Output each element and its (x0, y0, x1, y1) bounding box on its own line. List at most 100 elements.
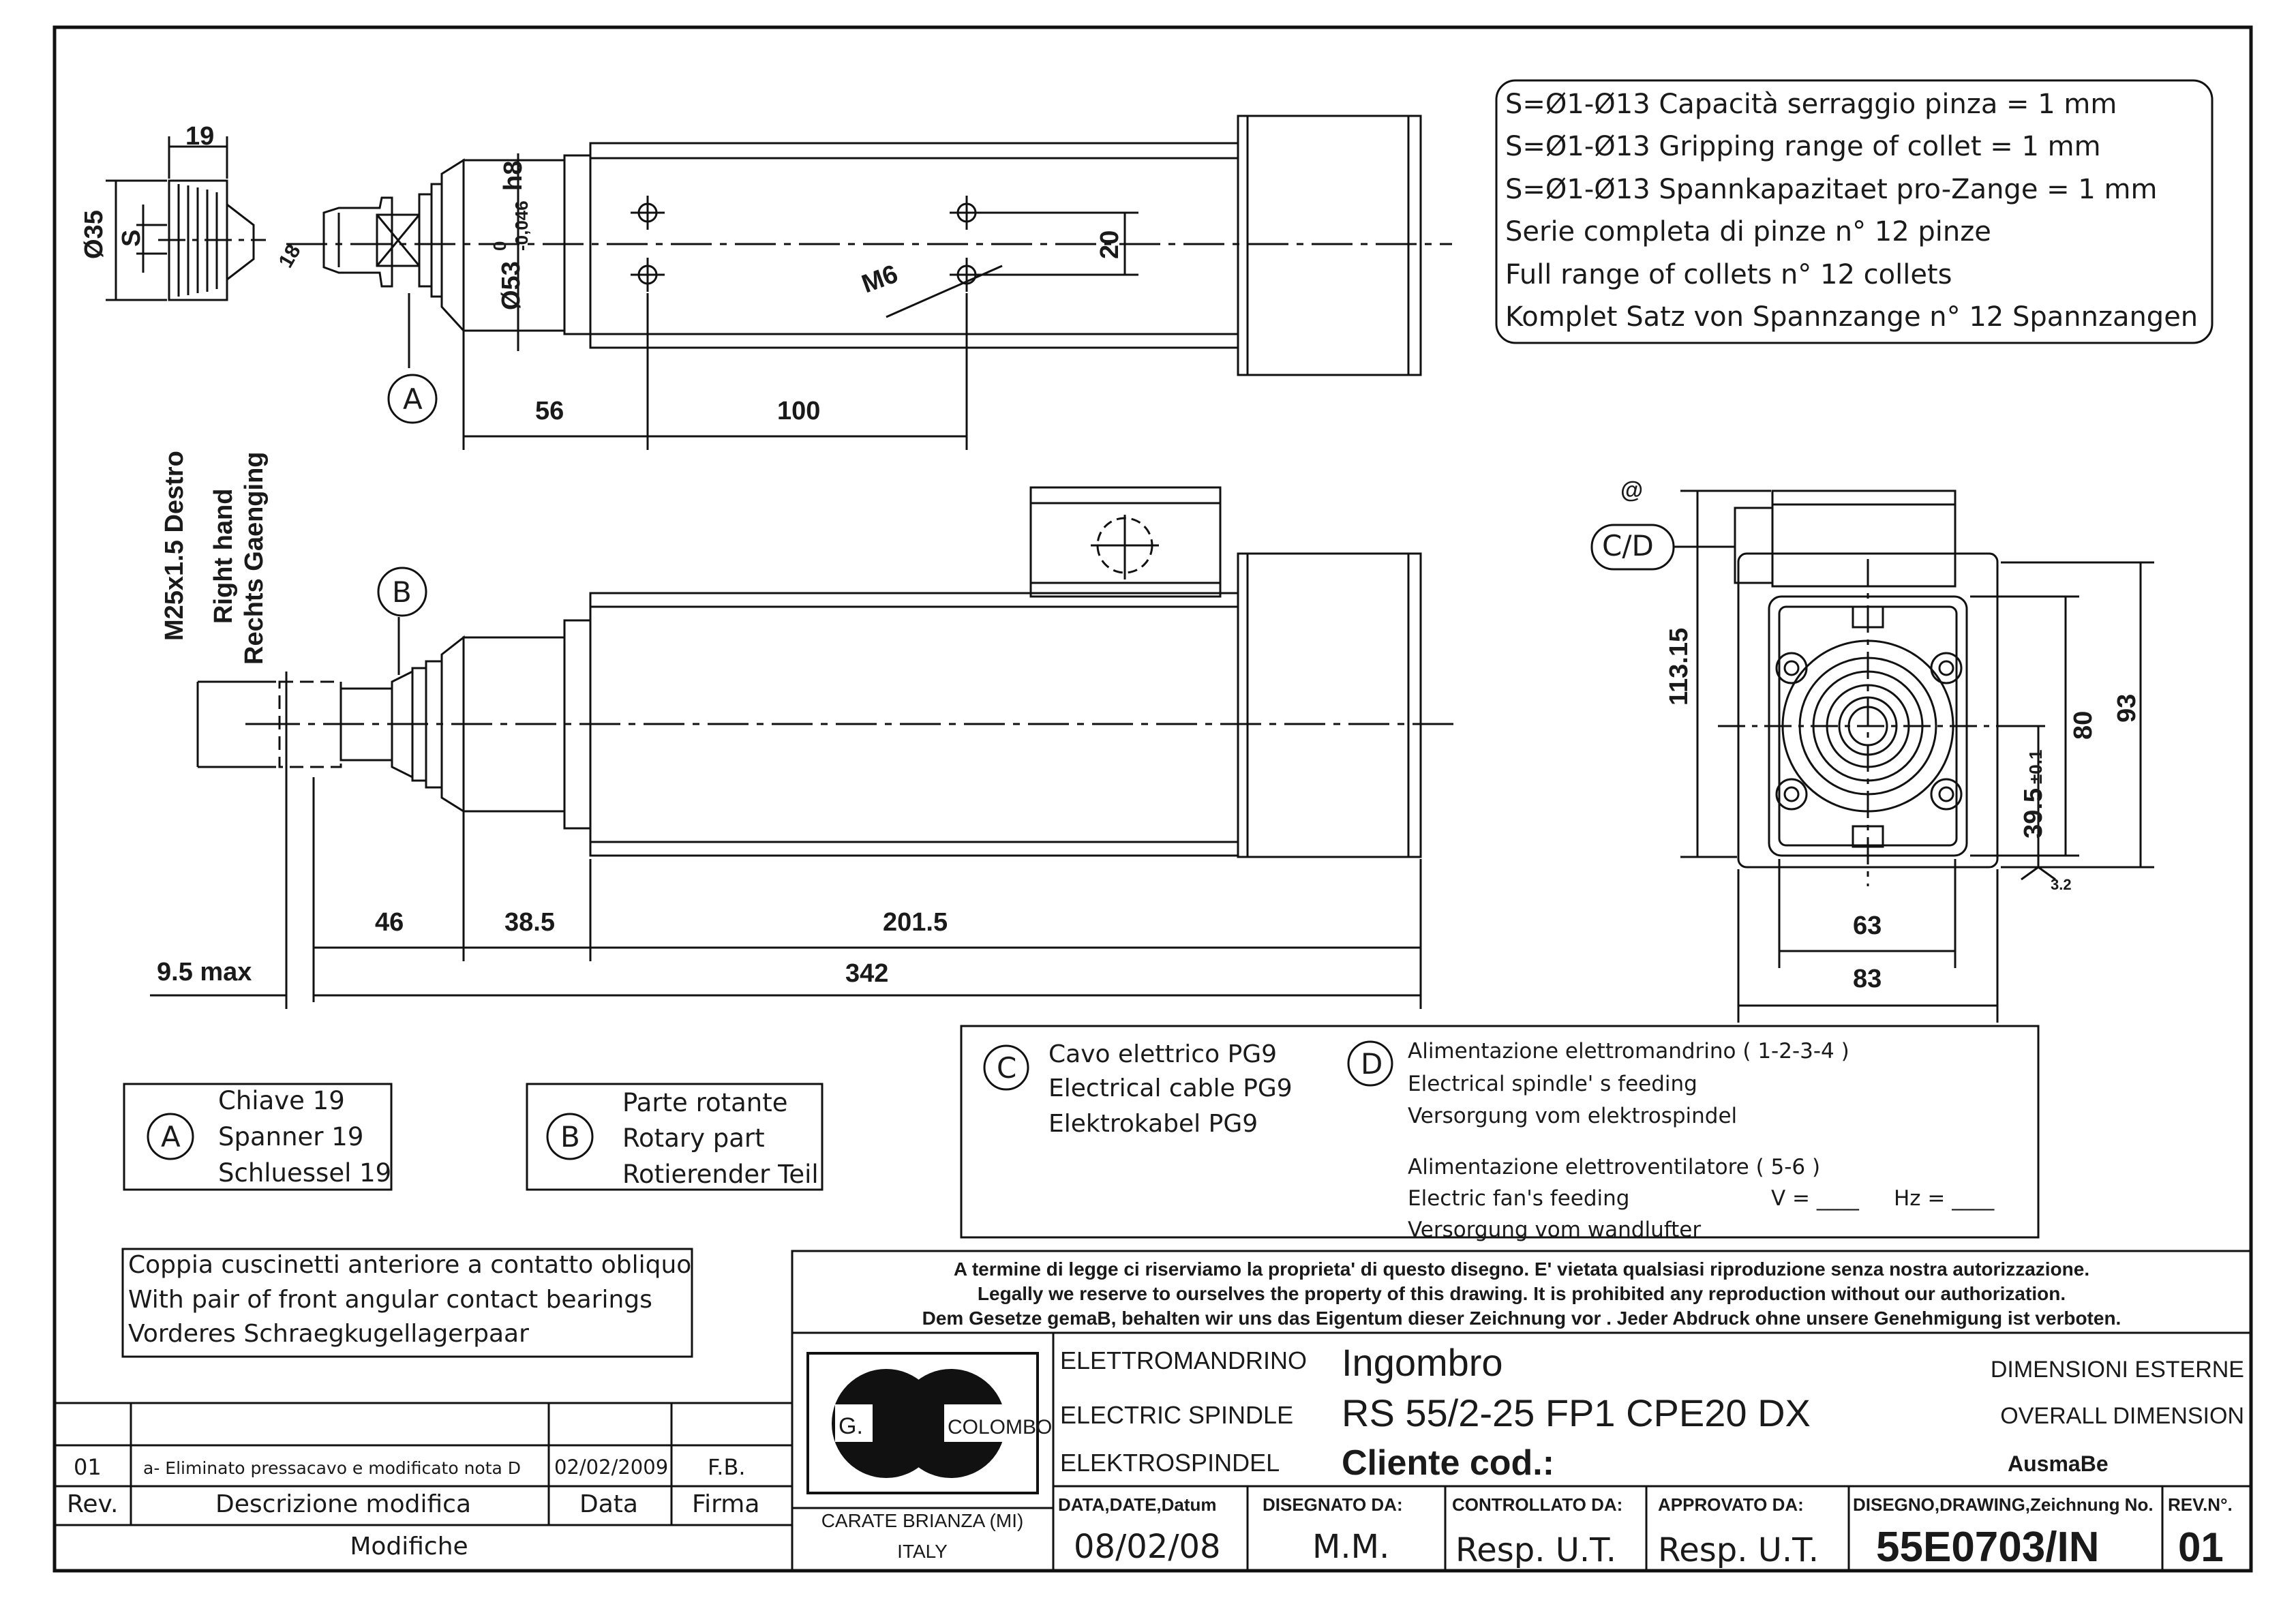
dim-83: 83 (1853, 965, 1882, 993)
side-view-labels: M25x1.5 Destro Right hand Rechts Gaengin… (157, 451, 948, 988)
legend-a: A Chiave 19 Spanner 19 Schluessel 19 (123, 1083, 393, 1191)
legend-c-line-1: Cavo elettrico PG9 (1048, 1040, 1277, 1068)
drawn-label: DISEGNATO DA: (1263, 1494, 1403, 1515)
legend-b-line-1: Parte rotante (622, 1088, 788, 1117)
legend-b-letter: B (560, 1120, 580, 1154)
legal-notice: A termine di legge ci riserviamo la prop… (791, 1250, 2252, 1334)
dim-39-5: 39.5 (2019, 788, 2048, 839)
collet-note-box: S=Ø1-Ø13 Capacità serraggio pinza = 1 mm… (1495, 79, 2214, 344)
dim-shaft-tol-upper: 0 (489, 241, 510, 251)
company-line-2: ITALY (897, 1541, 948, 1562)
bearing-note: Coppia cuscinetti anteriore a contatto o… (121, 1248, 693, 1358)
legend-d-line-2: Electrical spindle' s feeding (1408, 1072, 1697, 1096)
dim-39-5-tol: ±0.1 (2025, 750, 2046, 784)
bearing-note-line-1: Coppia cuscinetti anteriore a contatto o… (128, 1251, 691, 1279)
dim-38-5: 38.5 (504, 908, 555, 937)
revision-table (53, 1402, 794, 1572)
dim-collet-s: S (117, 230, 146, 247)
legend-a-line-3: Schluessel 19 (218, 1158, 391, 1188)
rev-value: 01 (2178, 1524, 2224, 1570)
bearing-note-line-2: With pair of front angular contact beari… (128, 1286, 652, 1314)
legend-a-letter: A (161, 1120, 181, 1154)
mounting-holes (631, 196, 984, 292)
thread-desc: M25x1.5 Destro (160, 451, 189, 641)
drawing-number-value: 55E0703/IN (1876, 1524, 2099, 1571)
rev-footer: Modifiche (350, 1533, 468, 1561)
legend-c-line-3: Elektrokabel PG9 (1048, 1110, 1258, 1138)
dim-collet-diameter: Ø35 (80, 210, 108, 259)
dim-type-it: DIMENSIONI ESTERNE (1991, 1357, 2244, 1383)
legend-c-line-2: Electrical cable PG9 (1048, 1074, 1293, 1102)
rev-header-sign: Firma (692, 1490, 759, 1518)
legend-a-line-2: Spanner 19 (218, 1122, 363, 1151)
legend-d-line-3: Versorgung vom elektrospindel (1408, 1104, 1737, 1128)
drawn-value: M.M. (1312, 1528, 1389, 1566)
drawing-title: Ingombro (1342, 1341, 1503, 1384)
logo-g: G. (839, 1413, 863, 1439)
checked-label: CONTROLLATO DA: (1452, 1494, 1622, 1515)
legend-d-hz: Hz = ____ (1894, 1186, 1995, 1211)
rev-header-date: Data (579, 1490, 638, 1518)
collet-note-line-1: S=Ø1-Ø13 Capacità serraggio pinza = 1 mm (1505, 89, 2117, 120)
collet-detail (106, 136, 266, 301)
dim-93: 93 (2113, 694, 2141, 723)
dim-shaft-tol-lower: -0,046 (511, 200, 532, 251)
legend-d-fan-line-3: Versorgung vom wandlufter (1408, 1218, 1701, 1242)
company-logo: G. COLOMBO (806, 1352, 1052, 1494)
dim-201-5: 201.5 (883, 908, 948, 937)
collet-note-line-4: Serie completa di pinze n° 12 pinze (1505, 216, 1991, 247)
thread-right-hand: Right hand (209, 489, 238, 624)
product-de: ELEKTROSPINDEL (1060, 1449, 1280, 1477)
end-view (1590, 489, 2154, 1023)
legal-line-2: Legally we reserve to ourselves the prop… (978, 1283, 2066, 1304)
dim-113-15: 113.15 (1665, 628, 1693, 706)
date-value: 08/02/08 (1074, 1528, 1221, 1566)
rev-row-sign: F.B. (708, 1454, 746, 1480)
dim-9-5-max: 9.5 max (157, 958, 252, 986)
rev-row-date: 02/02/2009 (554, 1456, 668, 1479)
checked-value: Resp. U.T. (1455, 1531, 1616, 1569)
approved-label: APPROVATO DA: (1658, 1494, 1804, 1515)
date-label: DATA,DATE,Datum (1058, 1494, 1217, 1515)
legend-cd: C Cavo elettrico PG9 Electrical cable PG… (960, 1025, 2040, 1242)
thread-rechts: Rechts Gaenging (240, 452, 269, 665)
product-en: ELECTRIC SPINDLE (1060, 1401, 1293, 1429)
legend-d-fan-line-1: Alimentazione elettroventilatore ( 5-6 ) (1408, 1155, 1820, 1179)
legend-b-line-3: Rotierender Teil (622, 1160, 819, 1189)
dim-type-de: AusmaBe (2008, 1451, 2109, 1476)
legend-d-line-1: Alimentazione elettromandrino ( 1-2-3-4 … (1408, 1039, 1849, 1064)
end-view-labels: @ C/D 113.15 80 93 39.5 ±0.1 63 83 3.2 (1602, 477, 2141, 993)
dim-hole-spacing: 20 (1096, 230, 1124, 259)
collet-note-line-3: S=Ø1-Ø13 Spannkapazitaet pro-Zange = 1 m… (1505, 174, 2157, 205)
bearing-note-line-3: Vorderes Schraegkugellagerpaar (128, 1320, 529, 1348)
rev-header-rev: Rev. (67, 1490, 119, 1518)
product-it: ELETTROMANDRINO (1060, 1346, 1307, 1374)
dim-collet-width: 19 (185, 122, 214, 151)
legal-line-3: Dem Gesetze gemaB, behalten wir uns das … (922, 1308, 2121, 1329)
roughness-mark: 3.2 (2051, 876, 2072, 893)
legend-d-voltage: V = ____ (1771, 1186, 1859, 1211)
dim-80: 80 (2069, 711, 2098, 740)
collet-note-line-5: Full range of collets n° 12 collets (1505, 259, 1952, 290)
dim-type-en: OVERALL DIMENSION (2000, 1403, 2244, 1429)
callout-b-side: B (392, 575, 412, 609)
at-symbol: @ (1620, 477, 1643, 503)
top-view (106, 115, 1452, 450)
client-code: Cliente cod.: (1342, 1443, 1554, 1483)
company-line-1: CARATE BRIANZA (MI) (821, 1510, 1024, 1531)
drawing-model: RS 55/2-25 FP1 CPE20 DX (1342, 1391, 1811, 1434)
collet-note-line-2: S=Ø1-Ø13 Gripping range of collet = 1 mm (1505, 131, 2101, 162)
legal-line-1: A termine di legge ci riserviamo la prop… (954, 1258, 2089, 1280)
callout-cd: C/D (1602, 529, 1654, 562)
dim-63: 63 (1853, 911, 1882, 940)
dim-342: 342 (845, 959, 888, 988)
dim-shaft-dia: Ø53 (497, 261, 526, 310)
drawing-number-label: DISEGNO,DRAWING,Zeichnung No. (1853, 1494, 2154, 1515)
legend-b-line-2: Rotary part (622, 1124, 765, 1153)
legend-b: B Parte rotante Rotary part Rotierender … (526, 1083, 824, 1191)
dim-shaft-fit: h8 (499, 161, 528, 191)
legend-c-letter: C (997, 1051, 1016, 1085)
rev-label: REV.N°. (2168, 1494, 2233, 1515)
dim-46: 46 (375, 908, 404, 937)
